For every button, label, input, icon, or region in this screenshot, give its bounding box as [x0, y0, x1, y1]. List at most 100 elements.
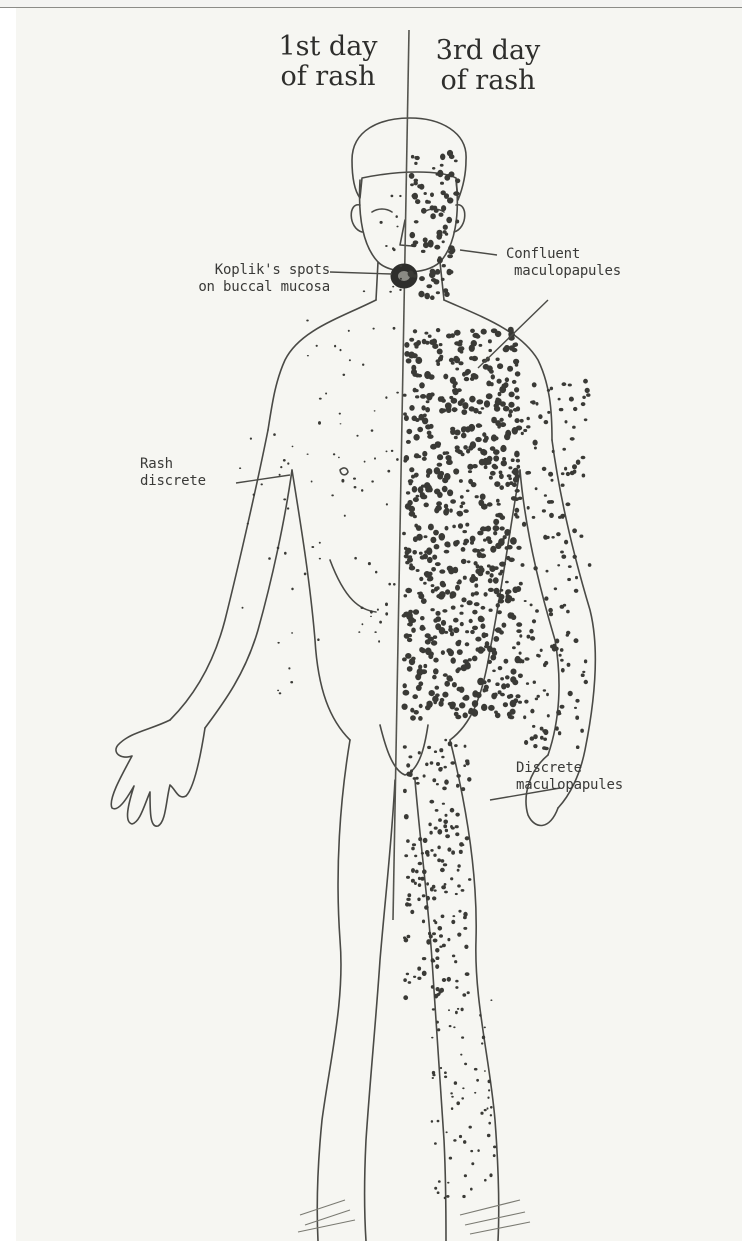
rash-dot — [432, 1077, 434, 1079]
rash-dot — [362, 364, 364, 366]
rash-dot — [420, 555, 426, 559]
rash-dot — [426, 896, 430, 901]
rash-dot — [512, 380, 517, 384]
rash-dot — [430, 295, 435, 300]
rash-dot — [497, 363, 503, 369]
rash-dot — [374, 631, 376, 633]
rash-dot — [484, 592, 488, 597]
rash-dot — [505, 482, 510, 487]
rash-dot — [430, 444, 437, 450]
rash-dot — [456, 1101, 460, 1105]
rash-dot — [406, 898, 410, 901]
rash-dot — [364, 461, 366, 463]
rash-dot — [418, 862, 423, 866]
rash-dot — [490, 573, 494, 578]
rash-dot — [515, 396, 520, 400]
nipple-left — [340, 468, 348, 475]
rash-dot — [247, 523, 249, 525]
rash-dot — [540, 736, 544, 740]
rash-dot — [582, 671, 585, 673]
rash-dot — [416, 782, 420, 785]
rash-dot — [404, 342, 409, 348]
rash-dot — [334, 345, 336, 348]
rash-dot — [464, 695, 470, 701]
rash-dot — [504, 659, 509, 664]
rash-dot — [454, 744, 458, 747]
rash-dot — [441, 915, 445, 919]
rash-dot — [468, 470, 472, 473]
rash-dot — [507, 545, 513, 550]
rash-dot — [457, 1008, 459, 1010]
rash-dot — [422, 894, 426, 897]
rash-dot — [443, 509, 449, 516]
rash-dot — [447, 254, 453, 258]
rash-dot — [378, 640, 380, 642]
rash-dot — [469, 406, 475, 411]
rash-dot — [418, 291, 424, 298]
rash-dot — [457, 388, 462, 392]
rash-dot — [304, 573, 307, 576]
rash-dot — [457, 864, 460, 868]
rash-dot — [493, 531, 497, 535]
rash-dot — [444, 739, 447, 742]
rash-dot — [560, 551, 564, 554]
rash-dot — [522, 522, 526, 527]
rash-dot — [434, 669, 438, 674]
rash-dot — [353, 478, 356, 480]
rash-dot — [568, 384, 572, 387]
rash-dot — [444, 473, 451, 480]
label-rash-discrete: Rash discrete — [140, 456, 206, 490]
rash-dot — [453, 384, 457, 388]
rash-dot — [515, 489, 520, 493]
rash-dot — [467, 777, 471, 782]
rash-dot — [474, 1068, 478, 1071]
rash-dot — [498, 666, 503, 670]
rash-dot — [425, 407, 430, 412]
rash-dot — [414, 855, 417, 858]
rash-dot — [445, 814, 448, 817]
rash-dot — [413, 515, 417, 519]
rash-dot — [505, 532, 510, 536]
rash-dot — [494, 711, 498, 714]
rash-dot — [584, 659, 587, 663]
rash-dot — [484, 1070, 486, 1072]
rash-dot — [306, 320, 309, 322]
rash-dot — [458, 340, 462, 344]
rash-dot — [409, 563, 413, 567]
rash-dot — [477, 531, 483, 536]
rash-dot — [532, 619, 536, 623]
rash-dot — [480, 494, 486, 500]
rash-dot — [425, 424, 431, 429]
rash-dot — [455, 368, 459, 371]
rash-dot — [447, 150, 453, 156]
rash-dot — [480, 548, 485, 552]
rash-dot — [458, 361, 463, 365]
rash-dot — [532, 725, 535, 728]
rash-dot — [472, 709, 479, 717]
rash-dot — [533, 566, 537, 570]
neck-right — [440, 262, 444, 300]
right-arm-outer — [552, 440, 595, 808]
rash-dot — [438, 1180, 441, 1183]
rash-dot — [461, 409, 467, 415]
rash-dot — [508, 477, 512, 480]
rash-dot — [416, 525, 422, 531]
rash-dot — [561, 484, 565, 487]
rash-dot — [579, 535, 583, 538]
rash-dot — [513, 698, 518, 703]
rash-dot — [422, 957, 426, 960]
rash-dot — [307, 454, 309, 455]
rash-dot — [444, 891, 448, 894]
rash-dot — [239, 467, 241, 469]
rash-dot — [462, 402, 468, 409]
rash-dot — [444, 550, 450, 554]
rash-dot — [430, 213, 436, 219]
rash-dot — [501, 683, 506, 689]
rash-dot — [478, 448, 483, 452]
rash-dot — [527, 506, 530, 510]
rash-dot — [490, 1114, 492, 1116]
rash-dot — [459, 612, 463, 615]
rash-dot — [430, 608, 434, 611]
rash-dot — [411, 847, 415, 851]
